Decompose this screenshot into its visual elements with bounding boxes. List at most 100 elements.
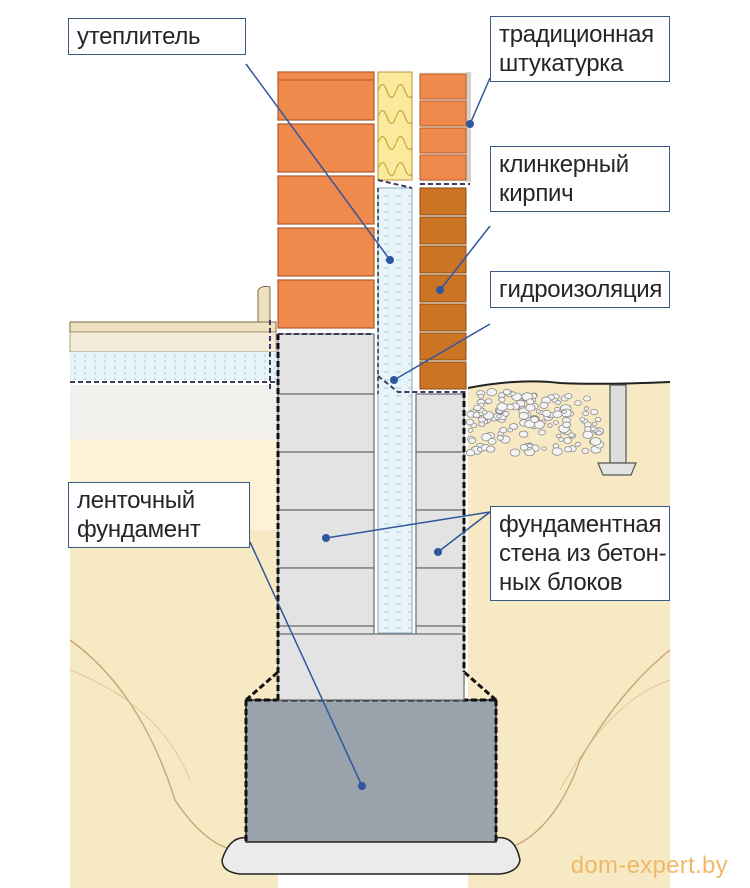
clinker-brick xyxy=(419,245,467,274)
gravel-stone xyxy=(562,421,571,429)
brick xyxy=(277,175,375,225)
gravel-stone xyxy=(590,408,599,416)
gravel-stone xyxy=(518,411,529,420)
gravel-stone xyxy=(535,409,542,414)
gravel-stone xyxy=(465,449,476,457)
gravel-stone xyxy=(594,416,602,423)
gravel-stone xyxy=(538,429,546,436)
brick xyxy=(419,127,467,154)
gravel-stone xyxy=(507,428,514,433)
brick xyxy=(419,73,467,100)
clinker-leader-dot xyxy=(436,286,444,294)
plaster-leader xyxy=(469,77,491,125)
gravel-stone xyxy=(554,399,562,405)
gravel-stone xyxy=(542,409,552,417)
clinker-brick xyxy=(419,332,467,361)
gravel-stone xyxy=(552,443,560,449)
label-plaster: традиционная штукатурка xyxy=(490,16,670,82)
gravel-stone xyxy=(553,420,559,425)
strip-foundation-footing xyxy=(221,670,521,875)
block-wall-leader-inner xyxy=(325,511,491,539)
brick-wall xyxy=(277,71,375,329)
insulation-board xyxy=(377,187,413,634)
interior-floor xyxy=(69,285,277,435)
clinker-brick xyxy=(419,187,467,216)
gravel-stone xyxy=(510,391,516,396)
watermark: dom-expert.by xyxy=(570,852,728,879)
clinker-leader xyxy=(439,225,491,291)
gravel-stone xyxy=(509,423,518,430)
gravel-stone xyxy=(487,437,497,445)
gravel-stone xyxy=(477,393,484,399)
gravel-stone xyxy=(509,448,521,457)
gravel-stone xyxy=(579,417,586,422)
gravel-stone xyxy=(527,443,533,449)
concrete-block xyxy=(415,567,465,627)
gravel-stone xyxy=(547,423,553,428)
label-insulation: утеплитель xyxy=(68,18,246,55)
gravel-stone xyxy=(539,401,549,409)
concrete-block xyxy=(277,633,465,701)
gravel-stone xyxy=(582,430,594,439)
gravel-backfill xyxy=(465,388,605,457)
waterproofing-leader xyxy=(393,323,491,381)
clinker-brick xyxy=(419,216,467,245)
block-wall-leader-outer xyxy=(437,511,491,553)
gravel-stone xyxy=(582,410,589,416)
gravel-stone xyxy=(473,404,482,412)
gravel-stone xyxy=(592,421,598,426)
gravel-stone xyxy=(581,447,590,454)
label-strip-foundation: ленточный фундамент xyxy=(68,482,250,548)
clinker-brick xyxy=(419,303,467,332)
gravel-stone xyxy=(526,398,535,405)
concrete-block xyxy=(277,451,375,511)
gravel-stone xyxy=(574,441,582,447)
brick xyxy=(277,279,375,329)
gravel-stone xyxy=(478,421,486,427)
waterproofing-lines xyxy=(269,179,470,393)
concrete-block xyxy=(415,451,465,511)
gravel-stone xyxy=(486,388,498,397)
gravel-stone xyxy=(519,443,529,451)
gravel-stone xyxy=(467,428,474,433)
strip-foundation-leader-dot xyxy=(358,782,366,790)
concrete-block xyxy=(277,567,375,627)
brick xyxy=(419,154,467,181)
gravel-stone xyxy=(530,416,539,423)
gravel-stone xyxy=(561,409,567,414)
insulation-leader-dot xyxy=(386,256,394,264)
gravel-stone xyxy=(558,437,564,442)
plaster-leader-dot xyxy=(466,120,474,128)
gravel-stone xyxy=(589,437,602,446)
strip-foundation-leader xyxy=(249,541,363,787)
gravel-stone xyxy=(499,426,508,434)
label-block-wall: фундаментная стена из бетон- ных блоков xyxy=(490,506,670,601)
gravel-stone xyxy=(590,426,597,432)
curb-stone xyxy=(597,384,637,476)
gravel-stone xyxy=(496,414,502,419)
gravel-stone xyxy=(555,433,562,438)
waterproofing-leader-dot xyxy=(390,376,398,384)
gravel-stone xyxy=(486,445,496,453)
block-wall-leader-outer-dot xyxy=(434,548,442,556)
gravel-stone xyxy=(574,400,582,407)
gravel-stone xyxy=(485,398,493,404)
gravel-stone xyxy=(583,406,590,411)
concrete-block xyxy=(415,393,465,453)
gravel-stone xyxy=(541,446,547,451)
gravel-stone xyxy=(525,403,536,412)
concrete-block-wall xyxy=(277,333,465,701)
clinker-brick xyxy=(419,361,467,390)
gravel-stone xyxy=(465,419,475,426)
gravel-stone xyxy=(568,432,575,438)
gravel-stone xyxy=(502,388,511,396)
mineral-wool xyxy=(377,71,413,181)
gravel-stone xyxy=(552,410,563,419)
callout-leaders xyxy=(245,63,491,790)
concrete-block xyxy=(415,509,465,569)
label-clinker-brick: клинкерный кирпич xyxy=(490,146,670,212)
clinker-bricks xyxy=(419,187,467,390)
brick xyxy=(419,100,467,127)
